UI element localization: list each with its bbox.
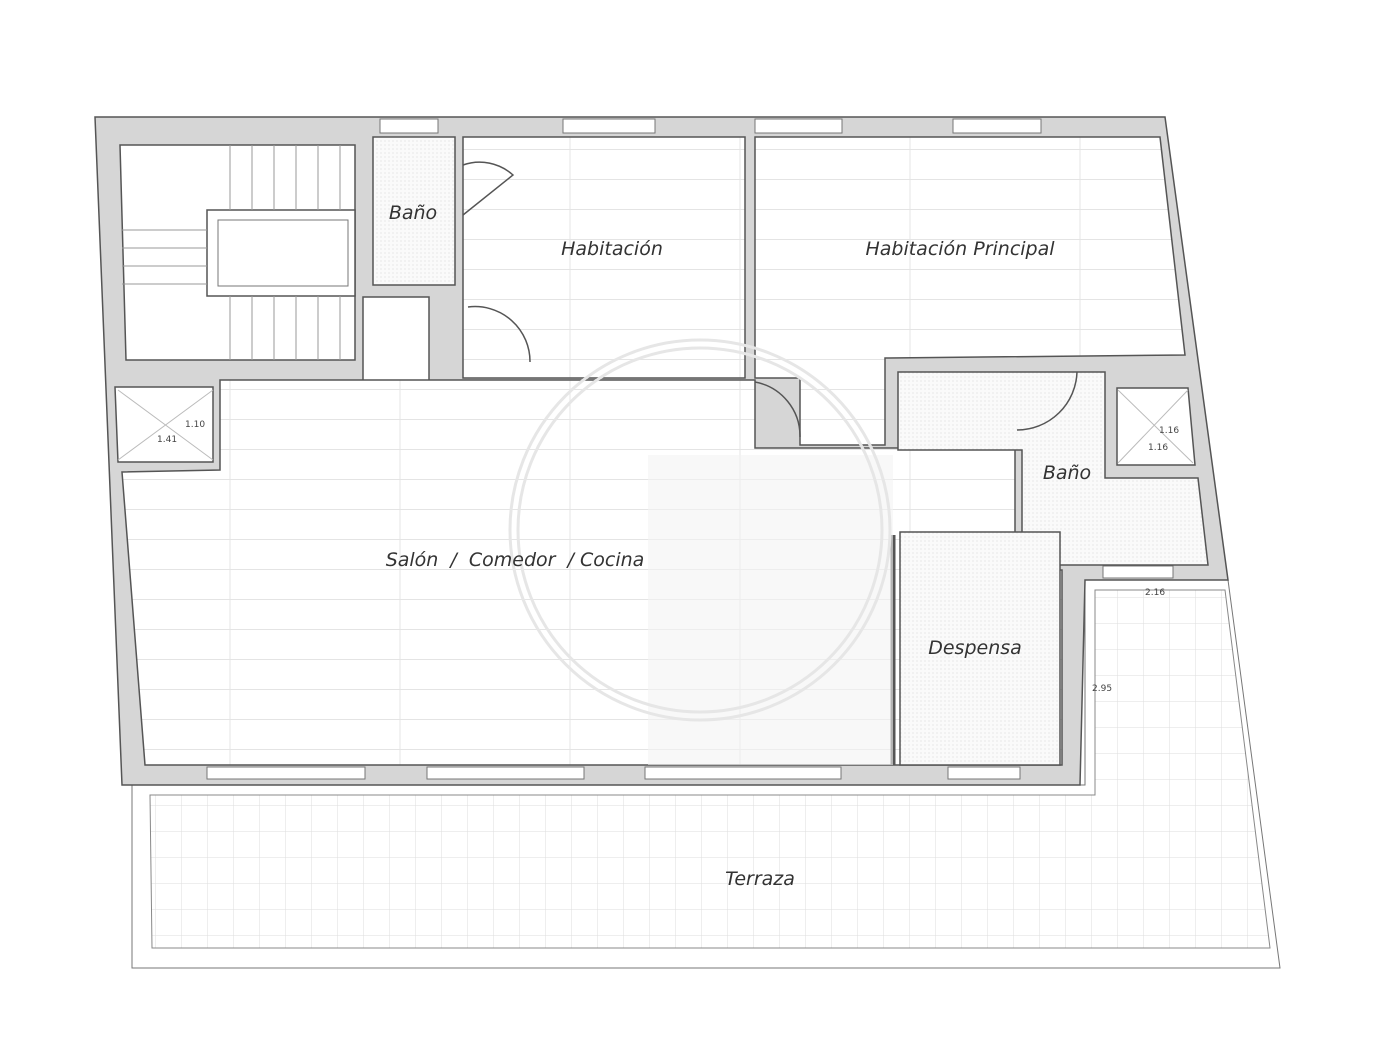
room-habitacion[interactable] [462,136,746,379]
staircase [119,144,430,393]
label-habitacion: Habitación [561,238,663,260]
dim-shaft-right-width: 1.16 [1148,443,1168,453]
kitchen-zone [648,455,893,765]
label-salon: Salón / Comedor / Cocina [386,549,645,571]
room-habitacion-principal[interactable] [754,136,1186,446]
label-terraza: Terraza [725,868,795,890]
dim-shaft-right-height: 1.16 [1159,426,1179,436]
watermark-logo [508,338,892,722]
shaft-left [114,386,214,463]
label-bano-1: Baño [389,202,437,224]
doors [462,161,1078,438]
dim-terrace-depth: 2.95 [1092,684,1112,694]
label-bano-2: Baño [1043,462,1091,484]
room-despensa[interactable] [899,531,1061,766]
dim-shaft-left-width: 1.41 [157,435,177,445]
label-despensa: Despensa [928,637,1022,659]
shaft-right [1116,387,1196,466]
room-bano-1[interactable] [372,136,456,286]
label-habitacion-principal: Habitación Principal [865,238,1055,260]
dim-terrace-width: 2.16 [1145,588,1165,598]
windows [206,118,1174,780]
room-bano-2[interactable] [897,371,1209,566]
dim-shaft-left-height: 1.10 [185,420,205,430]
